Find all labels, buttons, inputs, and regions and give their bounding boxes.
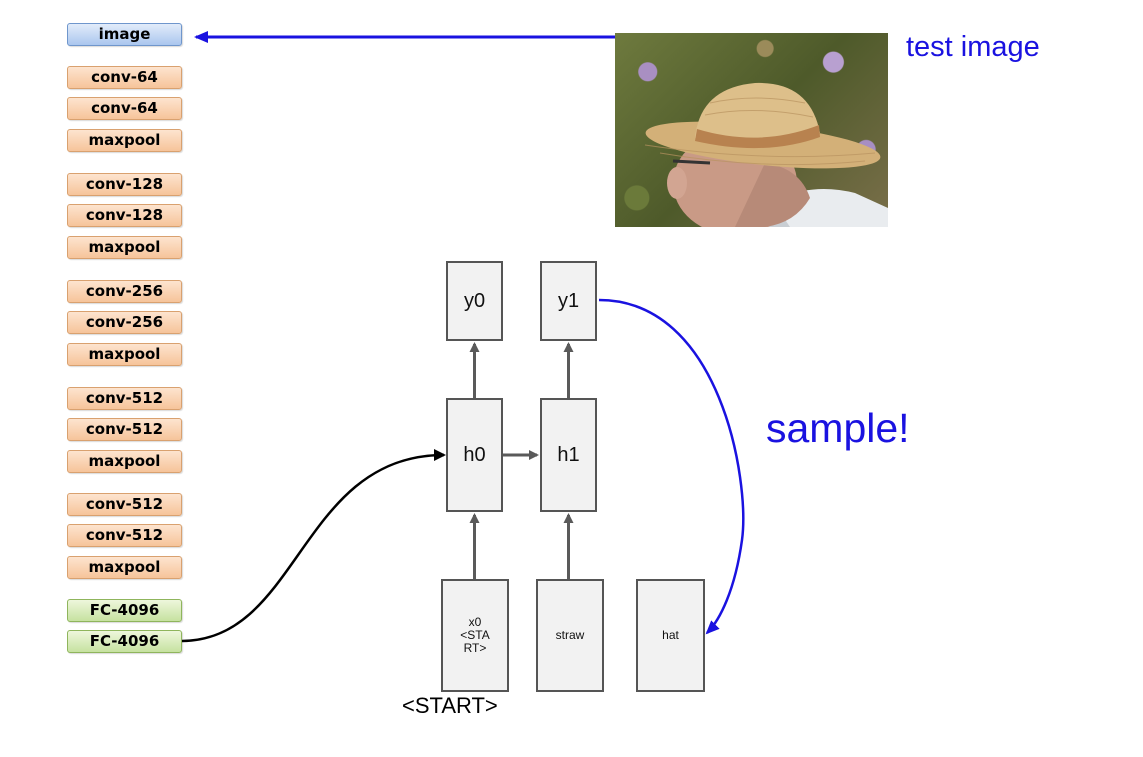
cnn-layer-maxpool-5: maxpool <box>67 556 182 579</box>
cnn-layer-conv128-2: conv-128 <box>67 204 182 227</box>
cnn-layer-conv512-3: conv-512 <box>67 493 182 516</box>
cnn-layer-conv256-1: conv-256 <box>67 280 182 303</box>
cnn-layer-maxpool-1: maxpool <box>67 129 182 152</box>
arrow-fc-h0 <box>181 449 446 643</box>
cnn-layer-image: image <box>67 23 182 46</box>
cnn-layer-conv512-4: conv-512 <box>67 524 182 547</box>
cnn-layer-maxpool-4: maxpool <box>67 450 182 473</box>
cnn-layer-conv64-1: conv-64 <box>67 66 182 89</box>
arrow-sample <box>598 298 745 635</box>
sample-label: sample! <box>766 405 910 451</box>
output-node-y0: y0 <box>446 261 503 341</box>
input-node-straw: straw <box>536 579 604 692</box>
cnn-layer-fc4096-2: FC-4096 <box>67 630 182 653</box>
output-node-y1: y1 <box>540 261 597 341</box>
hidden-node-h0: h0 <box>446 398 503 512</box>
cnn-layer-conv64-2: conv-64 <box>67 97 182 120</box>
cnn-layer-maxpool-2: maxpool <box>67 236 182 259</box>
test-photo <box>615 33 888 227</box>
test-image-label: test image <box>906 31 1040 63</box>
cnn-layer-fc4096-1: FC-4096 <box>67 599 182 622</box>
cnn-layer-maxpool-3: maxpool <box>67 343 182 366</box>
photo-drawing <box>644 82 888 227</box>
cnn-layer-conv128-1: conv-128 <box>67 173 182 196</box>
input-node-x0: x0 <STA RT> <box>441 579 509 692</box>
cnn-layer-conv256-2: conv-256 <box>67 311 182 334</box>
cnn-layer-conv512-2: conv-512 <box>67 418 182 441</box>
hidden-node-h1: h1 <box>540 398 597 512</box>
start-token-label: <START> <box>402 693 498 718</box>
cnn-layer-conv512-1: conv-512 <box>67 387 182 410</box>
input-node-hat: hat <box>636 579 705 692</box>
